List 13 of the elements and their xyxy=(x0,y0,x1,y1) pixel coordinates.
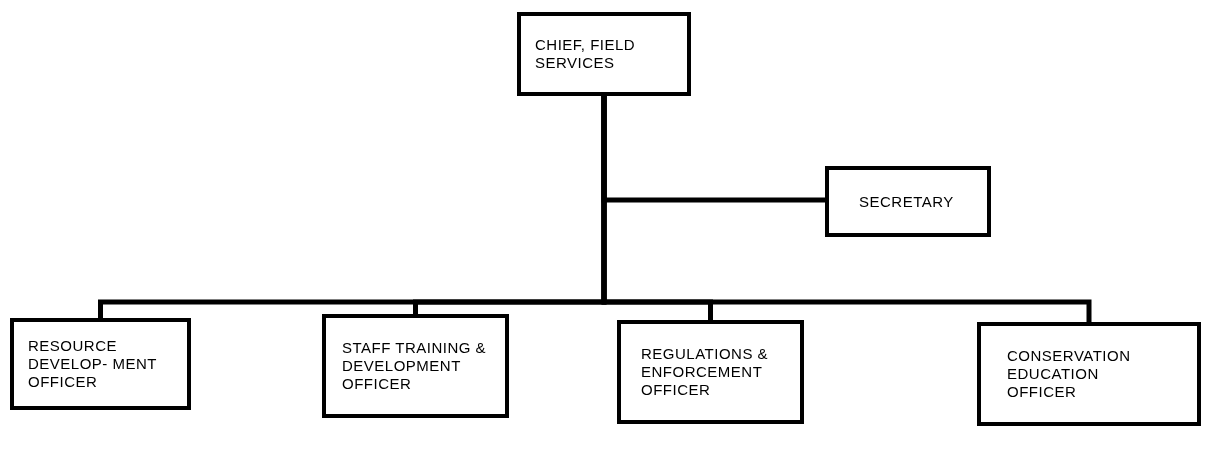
org-box xyxy=(825,166,991,237)
position-title: CONSERVATION EDUCATION OFFICER xyxy=(1007,347,1132,401)
org-box xyxy=(517,12,691,96)
org-box xyxy=(10,318,191,410)
position-title: CHIEF, FIELD SERVICES xyxy=(535,36,637,72)
org-box xyxy=(977,322,1201,426)
org-box xyxy=(617,320,804,424)
position-title: RESOURCE DEVELOP- MENT OFFICER xyxy=(28,337,158,391)
position-title: STAFF TRAINING & DEVELOPMENT OFFICER xyxy=(342,339,488,393)
position-title: SECRETARY xyxy=(859,192,954,211)
org-box xyxy=(322,314,509,418)
position-title: REGULATIONS & ENFORCEMENT OFFICER xyxy=(641,345,770,399)
connector-line xyxy=(601,96,1092,322)
